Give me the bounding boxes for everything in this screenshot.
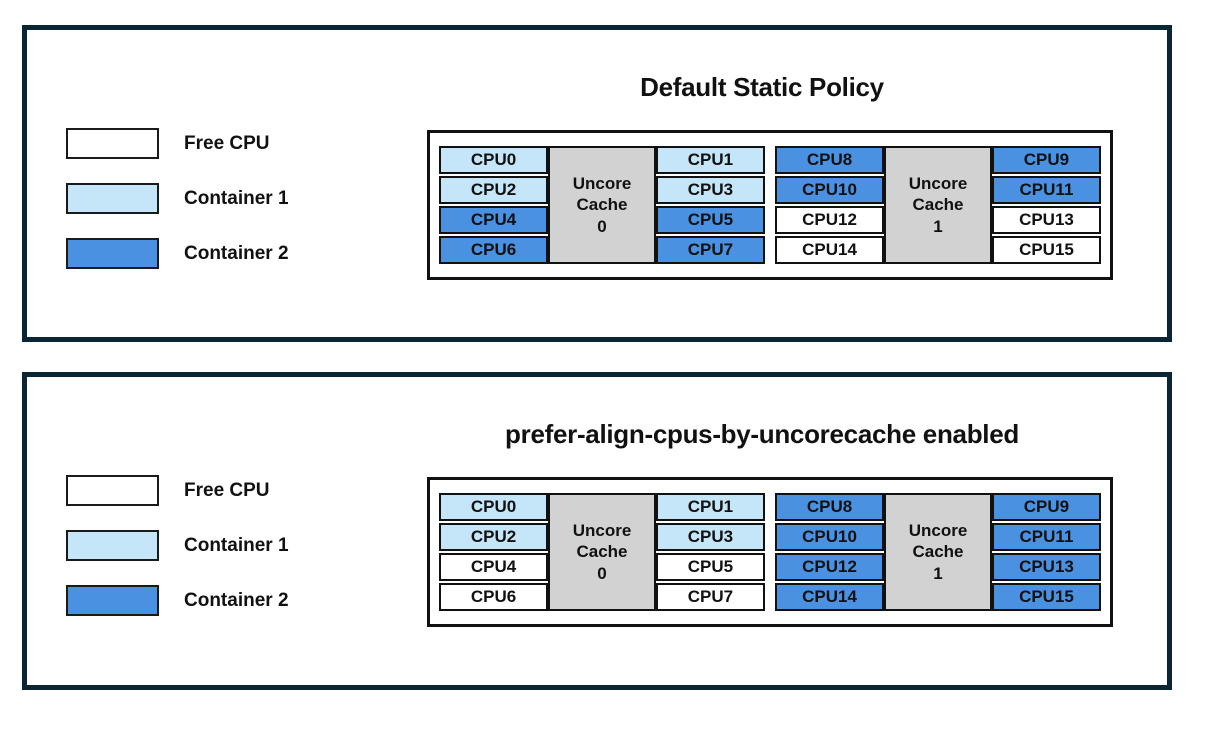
- panel-title: prefer-align-cpus-by-uncorecache enabled: [505, 419, 1019, 449]
- cpu-cell-cpu12: CPU12: [775, 553, 885, 581]
- cpu-cell-cpu11: CPU11: [991, 523, 1101, 551]
- cpu-cell-cpu1: CPU1: [655, 493, 765, 521]
- cpu-cell-cpu3: CPU3: [655, 523, 765, 551]
- cpu-cell-cpu14: CPU14: [775, 583, 885, 611]
- panel-default-static-policy: Default Static Policy Free CPU Container …: [22, 25, 1172, 342]
- cpu-cell-cpu12: CPU12: [775, 206, 885, 234]
- cpu-cell-cpu15: CPU15: [991, 583, 1101, 611]
- cpu-cell-cpu8: CPU8: [775, 493, 885, 521]
- cache-label-line: 0: [597, 216, 607, 236]
- legend-swatch-container1: [66, 530, 159, 561]
- cpu-cell-cpu4: CPU4: [439, 553, 549, 581]
- cache-label-line: 0: [597, 563, 607, 583]
- cache-label-line: Cache: [912, 542, 964, 562]
- legend-swatch-container2: [66, 238, 159, 269]
- cache-label-line: Cache: [576, 542, 628, 562]
- cache-label-line: 1: [933, 563, 943, 583]
- cpu-cell-cpu10: CPU10: [775, 523, 885, 551]
- cache-label-line: Uncore: [572, 174, 632, 194]
- legend-item-free: Free CPU: [66, 128, 289, 159]
- cpu-cell-cpu14: CPU14: [775, 236, 885, 264]
- cpu-cell-cpu1: CPU1: [655, 146, 765, 174]
- legend-label: Free CPU: [184, 132, 270, 154]
- cpu-cell-cpu8: CPU8: [775, 146, 885, 174]
- panel-prefer-align-cpus-by-uncorecache: prefer-align-cpus-by-uncorecache enabled…: [22, 372, 1172, 690]
- legend-label: Free CPU: [184, 479, 270, 501]
- cpu-cell-cpu15: CPU15: [991, 236, 1101, 264]
- cache-label-line: Uncore: [908, 521, 968, 541]
- cpu-cell-cpu2: CPU2: [439, 523, 549, 551]
- cpu-cell-cpu7: CPU7: [655, 236, 765, 264]
- cache-label-line: Cache: [912, 195, 964, 215]
- cpu-cell-cpu2: CPU2: [439, 176, 549, 204]
- cpu-cell-cpu6: CPU6: [439, 236, 549, 264]
- cpu-cell-cpu7: CPU7: [655, 583, 765, 611]
- cpu-cell-cpu0: CPU0: [439, 146, 549, 174]
- cache-label-line: Uncore: [572, 521, 632, 541]
- cache-label-line: Cache: [576, 195, 628, 215]
- legend: Free CPU Container 1 Container 2: [66, 128, 289, 269]
- panel-title: Default Static Policy: [640, 72, 884, 102]
- legend-item-container2: Container 2: [66, 238, 289, 269]
- cpu-cell-cpu6: CPU6: [439, 583, 549, 611]
- cpu-cell-cpu9: CPU9: [991, 146, 1101, 174]
- cpu-cell-cpu4: CPU4: [439, 206, 549, 234]
- cpu-cell-cpu3: CPU3: [655, 176, 765, 204]
- legend-swatch-free: [66, 475, 159, 506]
- legend-label: Container 2: [184, 589, 289, 611]
- legend-swatch-container1: [66, 183, 159, 214]
- cache-label-line: 1: [933, 216, 943, 236]
- legend-item-container1: Container 1: [66, 183, 289, 214]
- legend-item-free: Free CPU: [66, 475, 289, 506]
- cpu-cell-cpu9: CPU9: [991, 493, 1101, 521]
- cpu-cell-cpu5: CPU5: [655, 553, 765, 581]
- cpu-cell-cpu11: CPU11: [991, 176, 1101, 204]
- legend: Free CPU Container 1 Container 2: [66, 475, 289, 616]
- cpu-cell-cpu13: CPU13: [991, 553, 1101, 581]
- legend-item-container2: Container 2: [66, 585, 289, 616]
- cpu-cell-cpu5: CPU5: [655, 206, 765, 234]
- legend-item-container1: Container 1: [66, 530, 289, 561]
- cpu-cell-cpu10: CPU10: [775, 176, 885, 204]
- legend-swatch-free: [66, 128, 159, 159]
- legend-label: Container 1: [184, 187, 289, 209]
- legend-swatch-container2: [66, 585, 159, 616]
- cpu-cell-cpu0: CPU0: [439, 493, 549, 521]
- legend-label: Container 1: [184, 534, 289, 556]
- legend-label: Container 2: [184, 242, 289, 264]
- cache-label-line: Uncore: [908, 174, 968, 194]
- cpu-cell-cpu13: CPU13: [991, 206, 1101, 234]
